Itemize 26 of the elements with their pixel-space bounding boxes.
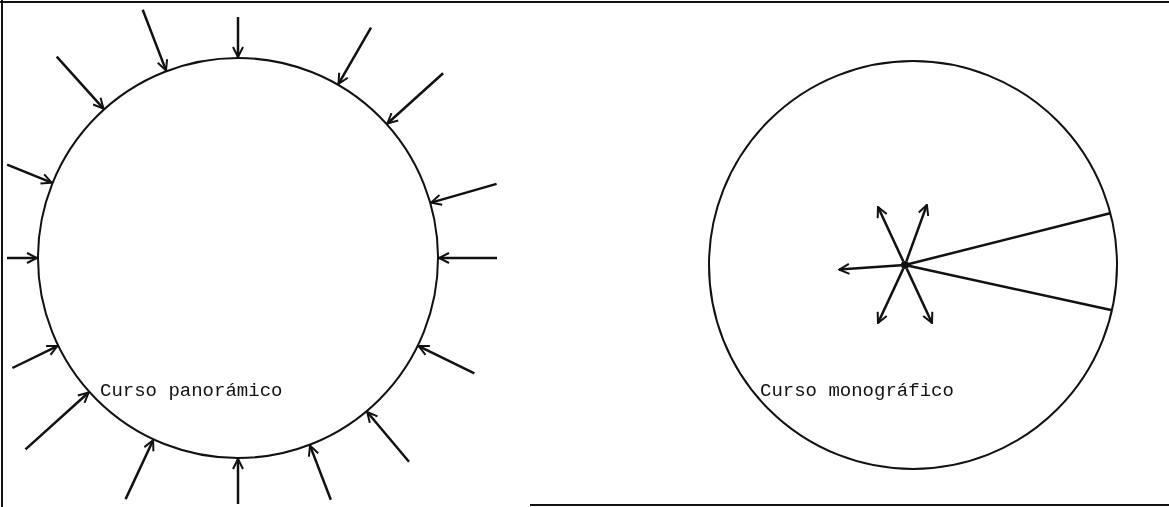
arrow <box>124 439 155 500</box>
arrow <box>876 206 905 262</box>
arrow <box>6 163 53 185</box>
arrow <box>55 55 105 110</box>
arrow <box>337 26 373 85</box>
arrow <box>24 391 90 451</box>
arrow <box>7 252 38 264</box>
arrow <box>438 252 497 264</box>
arrow <box>876 268 905 324</box>
circle <box>37 57 439 459</box>
arrow <box>905 268 934 324</box>
arrow <box>232 458 244 504</box>
arrow <box>232 17 244 58</box>
center-point <box>900 260 909 269</box>
arrow <box>141 9 169 72</box>
circle <box>708 60 1118 470</box>
arrow <box>386 72 444 125</box>
arrow <box>11 344 59 370</box>
arrow <box>905 203 930 262</box>
arrow <box>430 182 497 206</box>
circle-label: Curso monográfico <box>760 380 954 402</box>
circle-label: Curso panorámico <box>100 380 283 402</box>
arrow <box>417 344 475 375</box>
arrow <box>838 262 902 275</box>
arrow <box>307 444 332 501</box>
arrow <box>366 411 410 463</box>
